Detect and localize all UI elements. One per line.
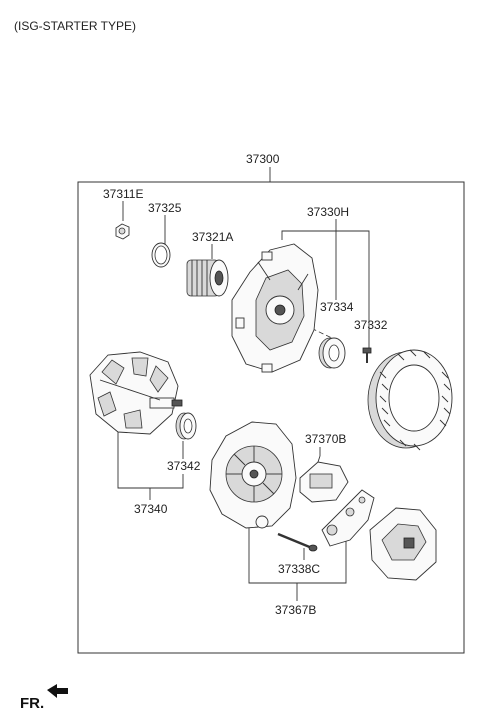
direction-label: FR.	[20, 695, 44, 712]
rotor-bearing-part	[175, 412, 197, 440]
assembly-frame	[77, 181, 465, 654]
label-rotor-bearing: 37342	[167, 459, 201, 473]
leader-rotor-assembly	[117, 428, 184, 489]
rear-bracket-part	[209, 421, 297, 529]
label-rotor-assembly: 37340	[134, 502, 168, 516]
front-bracket-part	[231, 243, 319, 373]
label-pulley: 37321A	[192, 230, 233, 244]
assembly-label: 37300	[246, 152, 280, 166]
pulley-part	[186, 259, 229, 297]
spacer-part	[151, 242, 171, 268]
regulator-part	[299, 455, 349, 503]
bolt-part	[362, 347, 372, 363]
arrow-left-icon	[47, 684, 68, 698]
label-nut: 37311E	[103, 187, 143, 201]
variant-title: (ISG-STARTER TYPE)	[14, 19, 136, 33]
label-spacer: 37325	[148, 201, 182, 215]
label-front-bracket: 37330H	[307, 205, 349, 219]
label-regulator: 37370B	[305, 432, 346, 446]
leader-rear-group	[248, 525, 347, 584]
rectifier-part	[321, 489, 375, 547]
nut-part	[115, 223, 130, 240]
label-rear-group: 37367B	[275, 603, 316, 617]
rotor-part	[89, 351, 183, 435]
label-bolt: 37332	[354, 318, 388, 332]
label-through-bolt: 37338C	[278, 562, 320, 576]
stator-part	[367, 349, 453, 451]
label-front-bearing: 37334	[320, 300, 354, 314]
through-bolt-part	[277, 532, 318, 552]
rear-cover-part	[369, 507, 437, 581]
leader-front-bracket	[281, 230, 370, 352]
front-bearing-part	[318, 337, 346, 369]
